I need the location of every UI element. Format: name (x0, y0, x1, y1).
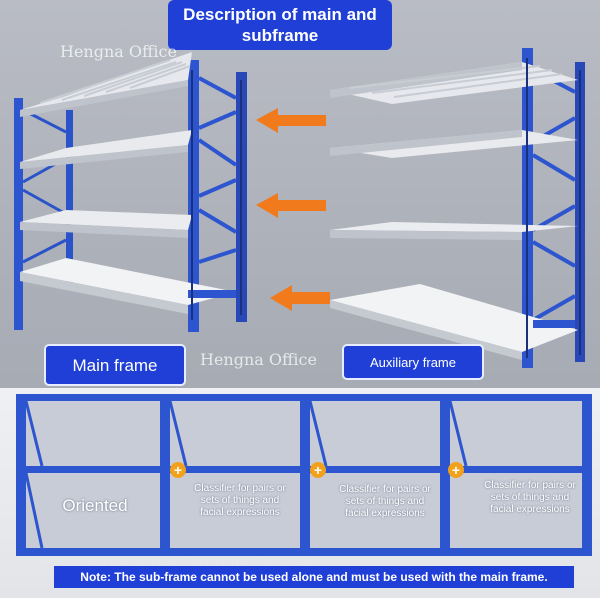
watermark: Hengna Office (60, 42, 177, 61)
page-title: Description of main and subframe (168, 0, 392, 50)
plus-connector-icon: + (170, 462, 186, 478)
auxiliary-frame-illustration (330, 48, 585, 368)
oriented-label: Oriented (62, 496, 128, 515)
auxiliary-frame-label: Auxiliary frame (342, 344, 484, 380)
main-frame-illustration (14, 52, 247, 332)
shelf-illustration (14, 48, 585, 368)
plus-connector-icon: + (310, 462, 326, 478)
classifier-text: Classifier for pairs or sets of things a… (484, 480, 576, 515)
shelf-run-illustration (16, 394, 592, 556)
plus-connector-icon: + (448, 462, 464, 478)
arrow-left-icon (256, 108, 330, 311)
main-frame-label: Main frame (44, 344, 186, 386)
classifier-text: Classifier for pairs or sets of things a… (339, 484, 431, 519)
company-name: Luoyang Hengna Office Furniture Co., Ltd… (28, 555, 321, 568)
classifier-text: Classifier for pairs or sets of things a… (194, 483, 286, 518)
watermark: Hengna Office (200, 350, 317, 369)
note-banner: Note: The sub-frame cannot be used alone… (54, 566, 574, 588)
